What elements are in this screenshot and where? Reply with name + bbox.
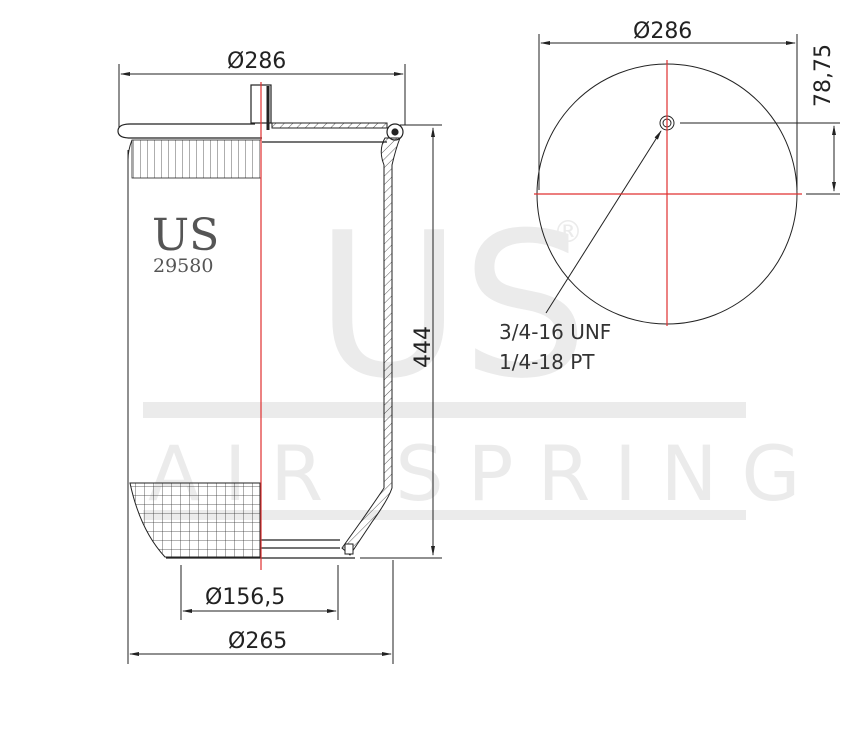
side-view xyxy=(117,64,442,664)
watermark-bar-bottom xyxy=(143,510,746,520)
brand-logo: US xyxy=(152,210,219,261)
watermark-bar-top xyxy=(143,402,746,418)
watermark-logo: US xyxy=(315,190,588,423)
watermark: US ® AIR SPRING xyxy=(143,190,800,520)
top-diameter-label: Ø286 xyxy=(633,19,692,44)
side-top-diameter-label: Ø286 xyxy=(227,49,286,74)
watermark-registered-mark: ® xyxy=(553,215,583,250)
thread-note-2: 1/4-18 PT xyxy=(499,350,595,374)
offset-label: 78,75 xyxy=(811,44,836,107)
part-number: 29580 xyxy=(153,255,213,277)
thread-note-1: 3/4-16 UNF xyxy=(499,320,611,344)
bottom-diameter-label: Ø265 xyxy=(228,629,287,654)
side-height-label: 444 xyxy=(411,326,436,368)
top-view-centerlines xyxy=(534,60,802,326)
piston-diameter-label: Ø156,5 xyxy=(205,585,285,610)
